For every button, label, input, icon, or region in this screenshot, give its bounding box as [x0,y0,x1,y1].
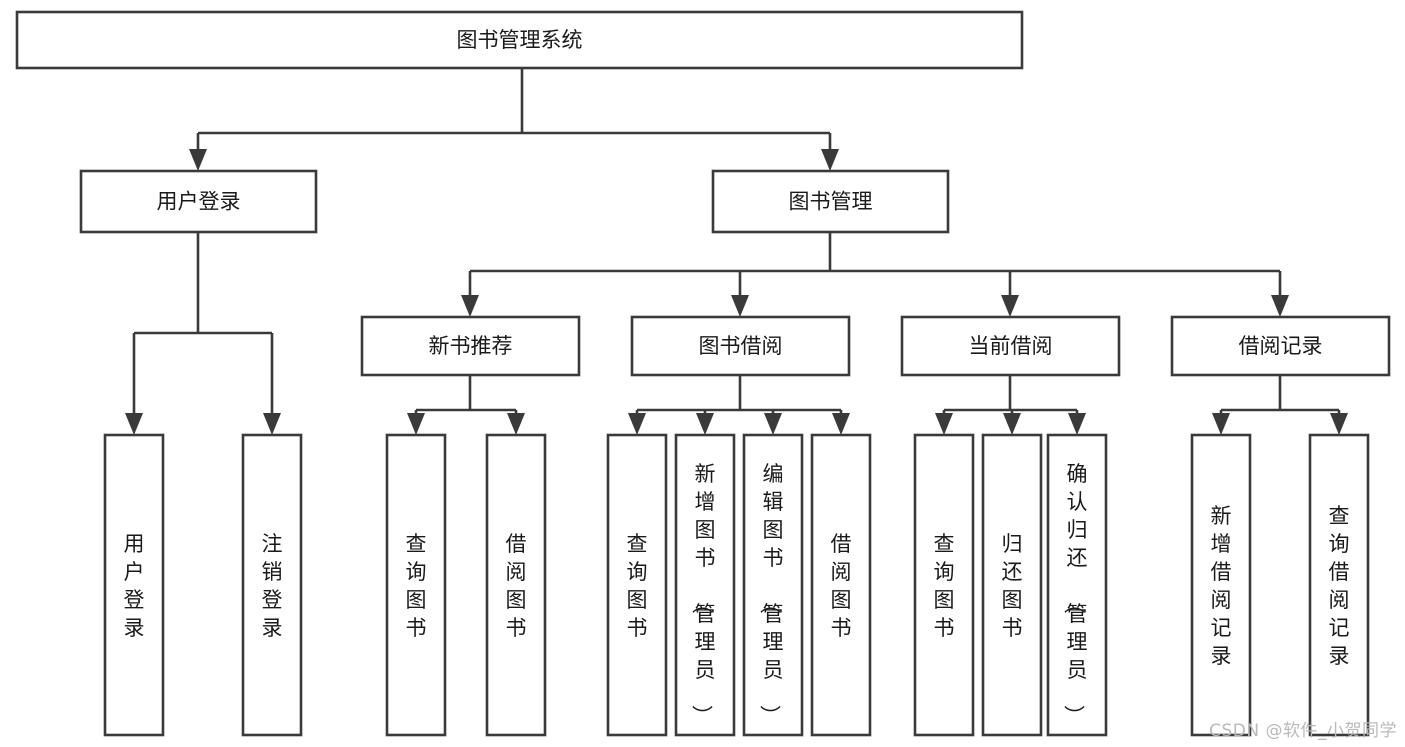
node-book-manage[interactable]: 图书管理 [711,169,950,234]
node-leaf-cur-confirm[interactable]: 确认归还（管理员） [1046,433,1108,737]
node-label-root: 图书管理系统 [457,28,583,52]
node-box-leaf-brw-add [674,433,736,737]
node-label-leaf-cur-return: 归还图书 [1002,532,1023,640]
node-user-login[interactable]: 用户登录 [79,169,318,234]
node-box-book-borrow [630,315,851,377]
node-leaf-brw-query[interactable]: 查询图书 [606,433,668,737]
node-label-leaf-cur-confirm: 确认归还（管理员） [1062,462,1088,726]
node-box-root [15,10,1024,70]
node-book-borrow[interactable]: 图书借阅 [630,315,851,377]
node-label-leaf-brw-query: 查询图书 [627,532,648,640]
node-box-leaf-user-login [103,433,165,737]
node-box-new-book-rec [360,315,581,377]
node-box-book-manage [711,169,950,234]
node-label-leaf-cur-query: 查询图书 [934,532,955,640]
node-label-current-borrow: 当前借阅 [969,334,1053,358]
node-box-leaf-rec-query [385,433,447,737]
edge-group-manage-to-level2 [461,232,1289,317]
node-leaf-cur-return[interactable]: 归还图书 [981,433,1043,737]
edge-group-brw-to-leaves [628,375,850,435]
node-label-leaf-brw-edit: 编辑图书（管理员） [758,462,784,726]
node-label-leaf-rec-add: 新增借阅记录 [1211,504,1232,668]
node-label-book-manage: 图书管理 [789,190,873,214]
node-label-new-book-rec: 新书推荐 [429,334,513,358]
node-label-leaf-user-login: 用户登录 [124,532,145,640]
node-box-leaf-brw-query [606,433,668,737]
node-label-user-login: 用户登录 [157,190,241,214]
node-box-leaf-cur-query [913,433,975,737]
edges-layer [125,68,1348,435]
csdn-watermark: CSDN @软件_小贺同学 [1209,721,1397,741]
node-box-leaf-rec-search [1308,433,1370,737]
node-box-user-login [79,169,318,234]
node-leaf-rec-search[interactable]: 查询借阅记录 [1308,433,1370,737]
node-current-borrow[interactable]: 当前借阅 [900,315,1121,377]
node-leaf-brw-edit[interactable]: 编辑图书（管理员） [742,433,804,737]
node-box-leaf-rec-borrow [485,433,547,737]
edge-group-root-to-level1 [189,68,839,171]
edge-group-rcd-to-leaves [1212,375,1348,435]
node-box-leaf-brw-edit [742,433,804,737]
node-label-leaf-brw-borrow: 借阅图书 [831,532,852,640]
node-box-leaf-brw-borrow [810,433,872,737]
edge-group-cur-to-leaves [935,375,1086,435]
node-box-leaf-cur-return [981,433,1043,737]
node-label-leaf-rec-borrow: 借阅图书 [506,532,527,640]
node-label-leaf-rec-search: 查询借阅记录 [1329,504,1350,668]
node-box-leaf-user-logout [241,433,303,737]
node-borrow-record[interactable]: 借阅记录 [1170,315,1391,377]
node-box-leaf-rec-add [1190,433,1252,737]
node-root[interactable]: 图书管理系统 [15,10,1024,70]
node-label-book-borrow: 图书借阅 [699,334,783,358]
node-leaf-brw-borrow[interactable]: 借阅图书 [810,433,872,737]
node-box-leaf-cur-confirm [1046,433,1108,737]
node-leaf-rec-borrow[interactable]: 借阅图书 [485,433,547,737]
node-box-current-borrow [900,315,1121,377]
node-leaf-brw-add[interactable]: 新增图书（管理员） [674,433,736,737]
node-leaf-rec-add[interactable]: 新增借阅记录 [1190,433,1252,737]
node-label-leaf-user-logout: 注销登录 [262,532,283,640]
node-label-borrow-record: 借阅记录 [1239,334,1323,358]
node-leaf-cur-query[interactable]: 查询图书 [913,433,975,737]
node-box-borrow-record [1170,315,1391,377]
node-leaf-user-logout[interactable]: 注销登录 [241,433,303,737]
node-leaf-rec-query[interactable]: 查询图书 [385,433,447,737]
edge-group-rec-to-leaves [407,375,525,435]
node-new-book-rec[interactable]: 新书推荐 [360,315,581,377]
nodes-layer: 图书管理系统用户登录图书管理新书推荐图书借阅当前借阅借阅记录用户登录注销登录查询… [15,10,1391,737]
node-label-leaf-rec-query: 查询图书 [406,532,427,640]
node-leaf-user-login[interactable]: 用户登录 [103,433,165,737]
edge-group-login-to-leaves [125,232,281,435]
node-label-leaf-brw-add: 新增图书（管理员） [690,462,716,726]
